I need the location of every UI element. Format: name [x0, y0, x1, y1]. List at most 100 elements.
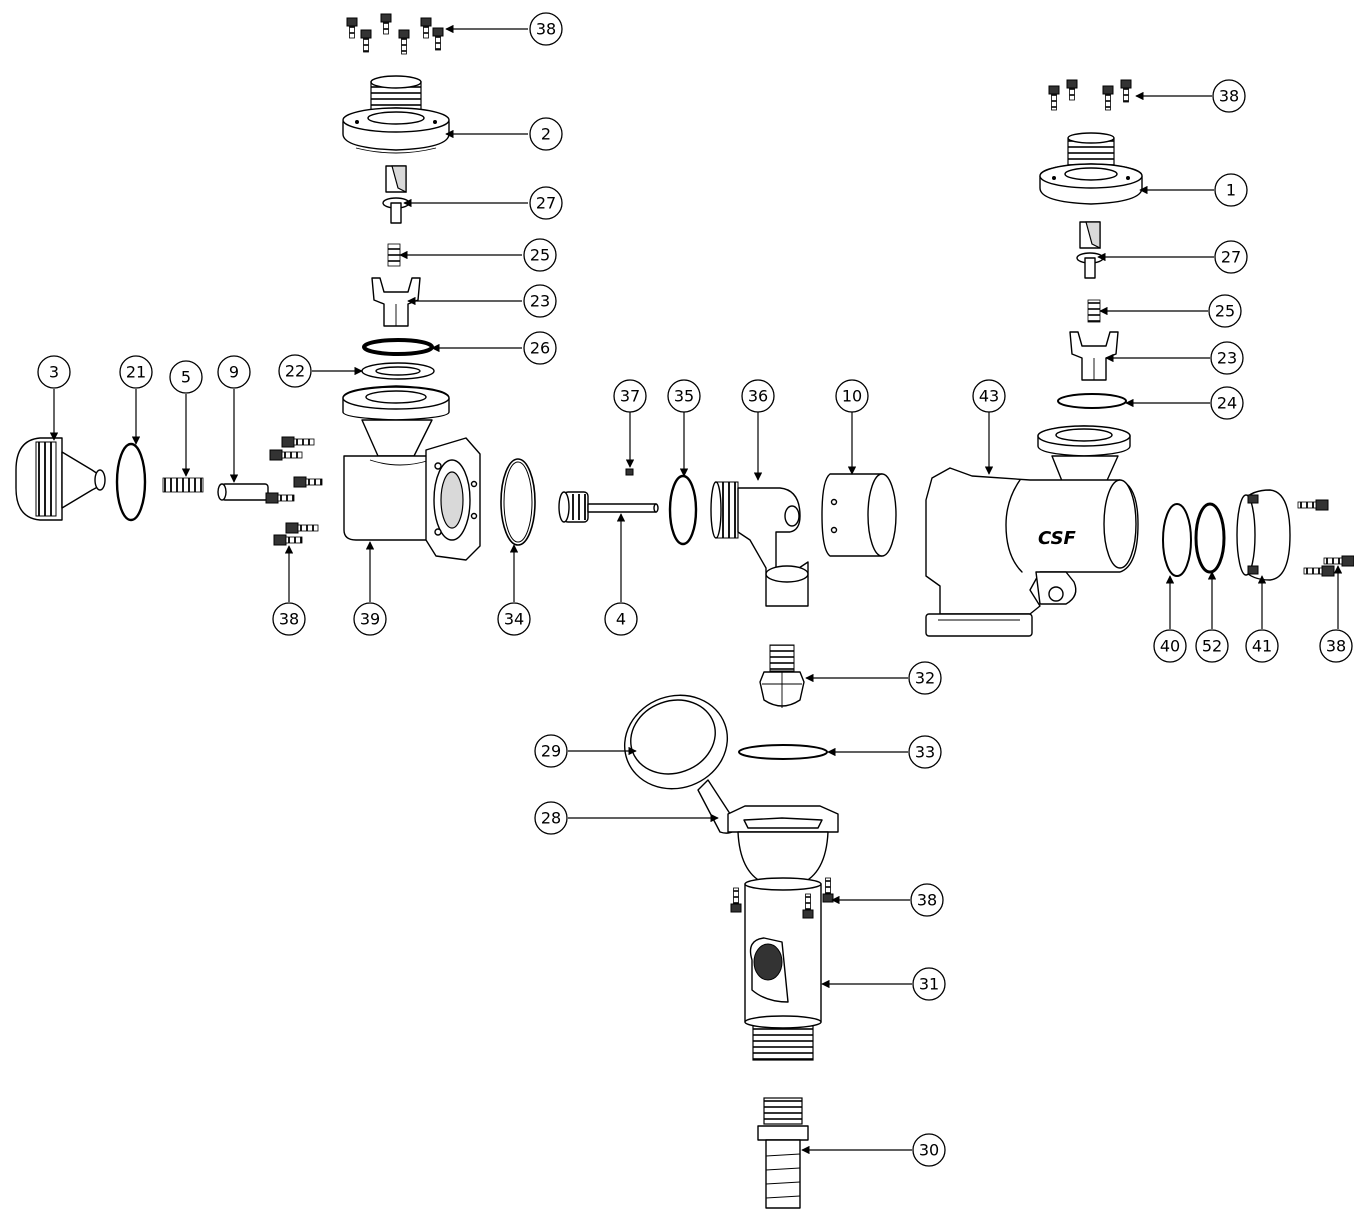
o-ring-34 — [500, 458, 536, 546]
screw-set-left — [265, 436, 323, 546]
spring-right — [1087, 299, 1101, 323]
svg-text:25: 25 — [1215, 302, 1235, 321]
washer-22 — [361, 362, 435, 380]
lower-housing-31 — [727, 805, 839, 1061]
callout-balloon: 31 — [912, 967, 946, 1001]
o-ring-35 — [668, 474, 698, 546]
valve-stem-right — [1076, 221, 1104, 279]
valve-body-39 — [342, 385, 481, 561]
spring-left — [387, 243, 401, 267]
callout-balloon: 38 — [910, 883, 944, 917]
end-cap-41 — [1236, 489, 1291, 581]
callout-balloon: 40 — [1153, 629, 1187, 663]
svg-text:21: 21 — [126, 363, 146, 382]
callout-balloon: 36 — [741, 379, 775, 413]
part-callouts: 38 2 27 25 23 26 22 3 21 5 9 37 35 36 10… — [37, 12, 1353, 1167]
callout-balloon: 27 — [1214, 240, 1248, 274]
svg-text:38: 38 — [1219, 87, 1239, 106]
parts-drawing: CSF — [15, 13, 1354, 1209]
svg-text:29: 29 — [541, 742, 561, 761]
callout-balloon: 33 — [908, 735, 942, 769]
svg-text:23: 23 — [1217, 349, 1237, 368]
callout-balloon: 34 — [497, 602, 531, 636]
svg-text:35: 35 — [674, 387, 694, 406]
callout-balloon: 38 — [529, 12, 563, 46]
fitting-32 — [759, 644, 805, 708]
o-ring-34-inner — [503, 461, 533, 543]
o-ring-40 — [1162, 503, 1192, 577]
screw-set-top-left — [346, 13, 444, 55]
svg-text:34: 34 — [504, 610, 524, 629]
valve-stem-left — [382, 165, 410, 224]
o-ring-33 — [738, 744, 828, 760]
callout-balloon: 27 — [529, 186, 563, 220]
fork-piece-left — [371, 277, 421, 327]
hose-barb-30 — [757, 1097, 809, 1209]
svg-text:27: 27 — [1221, 248, 1241, 267]
svg-text:33: 33 — [915, 743, 935, 762]
leader-lines — [49, 24, 1343, 1155]
callout-balloon: 25 — [1208, 294, 1242, 328]
callout-balloon: 38 — [1212, 79, 1246, 113]
callout-balloon: 41 — [1245, 629, 1279, 663]
o-ring-21 — [115, 442, 147, 522]
gauge-29 — [623, 694, 739, 834]
o-ring-24 — [1057, 393, 1127, 409]
svg-text:32: 32 — [915, 669, 935, 688]
svg-text:38: 38 — [1326, 637, 1346, 656]
callout-balloon: 2 — [529, 117, 563, 151]
svg-text:41: 41 — [1252, 637, 1272, 656]
sleeve-10 — [821, 473, 897, 557]
svg-text:38: 38 — [536, 20, 556, 39]
top-flange-left — [342, 75, 450, 154]
callout-balloon: 52 — [1195, 629, 1229, 663]
svg-text:40: 40 — [1160, 637, 1180, 656]
spring-5 — [162, 477, 204, 493]
callout-balloon: 35 — [667, 379, 701, 413]
svg-text:31: 31 — [919, 975, 939, 994]
callout-balloon: 23 — [1210, 341, 1244, 375]
svg-text:39: 39 — [360, 610, 380, 629]
svg-text:38: 38 — [279, 610, 299, 629]
callout-balloon: 32 — [908, 661, 942, 695]
screw-set-top-right — [1048, 79, 1132, 111]
svg-text:24: 24 — [1217, 394, 1237, 413]
svg-text:3: 3 — [49, 363, 59, 382]
callout-balloon: 9 — [217, 355, 251, 389]
callout-balloon: 43 — [972, 379, 1006, 413]
svg-text:2: 2 — [541, 125, 551, 144]
svg-text:30: 30 — [919, 1141, 939, 1160]
callout-balloon: 4 — [604, 602, 638, 636]
svg-text:26: 26 — [530, 339, 550, 358]
svg-text:5: 5 — [181, 368, 191, 387]
svg-text:9: 9 — [229, 363, 239, 382]
logo-text: CSF — [1038, 528, 1077, 549]
key-37 — [625, 468, 634, 476]
callout-balloon: 24 — [1210, 386, 1244, 420]
svg-text:1: 1 — [1226, 181, 1236, 200]
callout-balloon: 22 — [278, 354, 312, 388]
svg-text:4: 4 — [616, 610, 626, 629]
o-ring-52 — [1194, 502, 1226, 574]
callout-balloon: 28 — [534, 801, 568, 835]
svg-text:36: 36 — [748, 387, 768, 406]
callout-balloon: 37 — [613, 379, 647, 413]
fork-piece-right — [1069, 331, 1119, 381]
svg-text:22: 22 — [285, 362, 305, 381]
svg-text:10: 10 — [842, 387, 862, 406]
svg-text:38: 38 — [917, 891, 937, 910]
callout-balloon: 38 — [272, 602, 306, 636]
svg-text:25: 25 — [530, 246, 550, 265]
callout-balloon: 29 — [534, 734, 568, 768]
svg-text:52: 52 — [1202, 637, 1222, 656]
callout-balloon: 10 — [835, 379, 869, 413]
callout-balloon: 25 — [523, 238, 557, 272]
end-cap-3 — [15, 437, 106, 521]
callout-balloon: 26 — [523, 331, 557, 365]
svg-text:43: 43 — [979, 387, 999, 406]
callout-balloon: 21 — [119, 355, 153, 389]
valve-body-43: CSF — [925, 425, 1139, 637]
callout-balloon: 1 — [1214, 173, 1248, 207]
callout-balloon: 3 — [37, 355, 71, 389]
